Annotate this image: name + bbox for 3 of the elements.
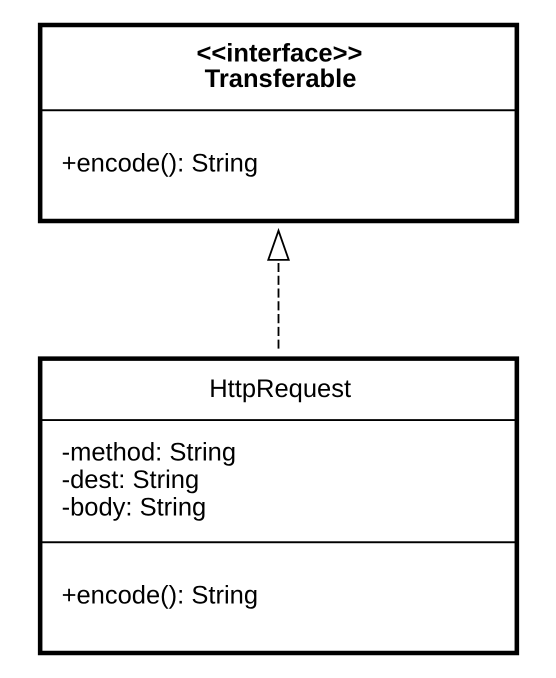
arrow: [266, 228, 290, 349]
node-box: HttpRequest -method: String -dest: String -body: String +encode(): String: [37, 356, 519, 656]
node-box: <<interface>> Transferable +encode(): String: [37, 22, 519, 224]
